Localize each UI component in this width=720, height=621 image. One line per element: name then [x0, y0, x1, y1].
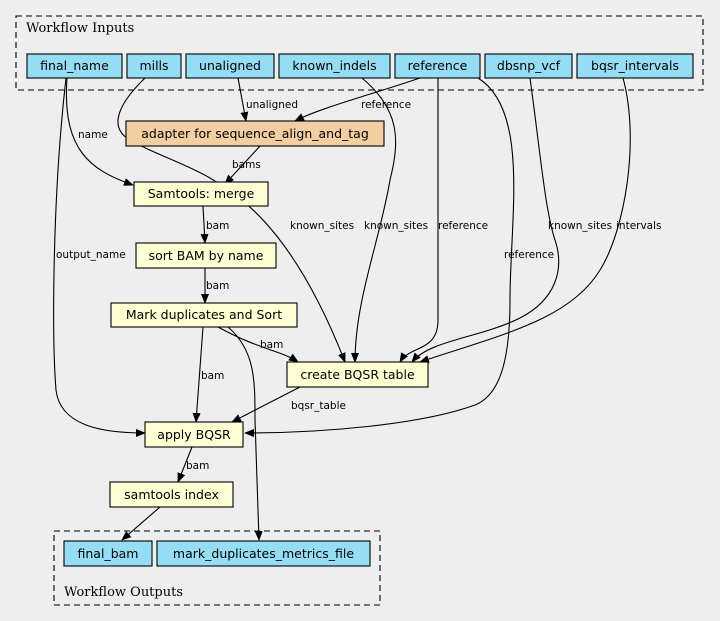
step-node-apply-bqsr-label: apply BQSR — [157, 427, 231, 442]
edge-final-name-to-apply-bqsr — [53, 77, 146, 437]
edge-dbsnp-vcf-to-bqsr-table — [411, 77, 560, 363]
edge-label-intervals: intervals — [616, 220, 662, 232]
edge-label-known-sites-dbsnp: known_sites — [548, 220, 612, 232]
edge-labels: name unaligned reference bams bam output… — [56, 99, 662, 472]
step-node-index[interactable]: samtools index — [109, 481, 234, 508]
input-node-bqsr-intervals-label: bqsr_intervals — [591, 58, 679, 73]
step-node-bqsr-table[interactable]: create BQSR table — [286, 361, 429, 388]
edge-reference-to-adapter — [294, 77, 421, 122]
edge-markdup-to-bqsr-table — [217, 326, 299, 363]
edge-reference-to-apply-bqsr — [244, 77, 515, 437]
edge-label-known-sites-indels: known_sites — [364, 220, 428, 232]
workflow-outputs-cluster: Workflow Outputs — [53, 530, 381, 606]
edge-merge-to-sort — [200, 205, 209, 244]
edge-unaligned-to-adapter — [237, 77, 249, 122]
input-node-mills[interactable]: mills — [126, 53, 182, 79]
edge-label-reference-adapter: reference — [361, 99, 411, 111]
output-node-final-bam[interactable]: final_bam — [63, 540, 153, 567]
edge-label-bam-markdup-apply: bam — [201, 370, 224, 382]
output-node-final-bam-label: final_bam — [78, 546, 139, 561]
output-node-metrics-label: mark_duplicates_metrics_file — [173, 546, 354, 561]
edge-reference-to-bqsr-table — [399, 78, 439, 363]
edge-label-bam-markdup-bqsr: bam — [260, 339, 283, 351]
edge-label-unaligned: unaligned — [246, 99, 298, 111]
edge-bqsr-intervals-to-bqsr-table — [419, 77, 631, 363]
edge-label-reference-bqsr: reference — [438, 220, 488, 232]
edge-adapter-to-merge — [224, 145, 261, 185]
edge-label-bqsr-table: bqsr_table — [291, 400, 346, 412]
input-node-final-name-label: final_name — [40, 58, 109, 73]
workflow-inputs-label: Workflow Inputs — [26, 21, 134, 36]
input-node-mills-label: mills — [139, 58, 168, 73]
step-node-apply-bqsr[interactable]: apply BQSR — [144, 421, 244, 448]
input-nodes: final_name mills unaligned known_indels … — [26, 53, 694, 79]
edges — [53, 77, 631, 541]
workflow-outputs-label: Workflow Outputs — [64, 585, 183, 600]
edge-known-indels-to-bqsr-table — [351, 77, 397, 363]
step-node-index-label: samtools index — [124, 487, 219, 502]
step-node-merge[interactable]: Samtools: merge — [133, 181, 269, 207]
input-node-unaligned[interactable]: unaligned — [185, 53, 275, 79]
input-node-reference[interactable]: reference — [394, 53, 481, 79]
step-node-adapter-label: adapter for sequence_align_and_tag — [141, 126, 369, 141]
output-node-metrics[interactable]: mark_duplicates_metrics_file — [156, 540, 371, 567]
edge-markdup-to-apply-bqsr — [192, 326, 204, 423]
step-nodes: adapter for sequence_align_and_tag Samto… — [109, 120, 429, 508]
edge-mills-to-bqsr-table — [117, 77, 346, 363]
edge-bqsr-table-to-apply-bqsr — [231, 386, 301, 423]
edge-label-reference-apply: reference — [504, 249, 554, 261]
input-node-dbsnp-vcf[interactable]: dbsnp_vcf — [484, 53, 573, 79]
input-node-unaligned-label: unaligned — [199, 58, 261, 73]
edge-label-bams: bams — [232, 159, 261, 171]
step-node-bqsr-table-label: create BQSR table — [300, 367, 415, 382]
edge-label-bam-apply-index: bam — [186, 460, 209, 472]
step-node-sort-label: sort BAM by name — [149, 248, 264, 263]
edge-label-bam-sort-markdup: bam — [206, 280, 229, 292]
step-node-adapter[interactable]: adapter for sequence_align_and_tag — [125, 120, 385, 147]
output-nodes: final_bam mark_duplicates_metrics_file — [63, 540, 371, 567]
input-node-known-indels[interactable]: known_indels — [278, 53, 391, 79]
step-node-markdup[interactable]: Mark duplicates and Sort — [110, 302, 298, 328]
input-node-reference-label: reference — [408, 58, 468, 73]
input-node-known-indels-label: known_indels — [292, 58, 376, 73]
edge-apply-bqsr-to-index — [177, 446, 193, 483]
step-node-sort[interactable]: sort BAM by name — [135, 242, 277, 269]
edge-final-name-to-merge — [65, 77, 134, 186]
workflow-inputs-cluster: Workflow Inputs — [15, 15, 704, 91]
input-node-final-name[interactable]: final_name — [26, 53, 123, 79]
edge-index-to-final-bam — [121, 506, 161, 541]
input-node-bqsr-intervals[interactable]: bqsr_intervals — [576, 53, 694, 79]
edge-label-output-name: output_name — [56, 249, 126, 261]
step-node-markdup-label: Mark duplicates and Sort — [126, 307, 282, 322]
input-node-dbsnp-vcf-label: dbsnp_vcf — [497, 58, 561, 73]
edge-label-known-sites-mills: known_sites — [290, 220, 354, 232]
edge-markdup-to-metrics — [227, 326, 263, 541]
edge-label-bam-merge-sort: bam — [206, 220, 229, 232]
step-node-merge-label: Samtools: merge — [148, 186, 255, 201]
edge-label-name: name — [78, 129, 108, 141]
